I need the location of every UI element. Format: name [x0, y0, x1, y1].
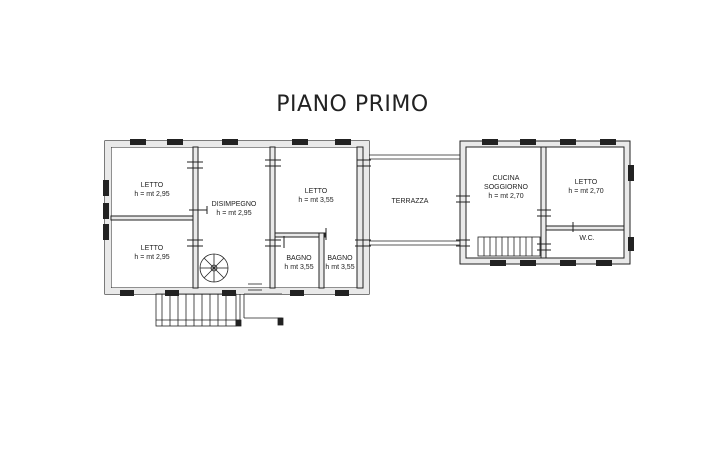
- room-height: h = mt 2,95: [216, 210, 252, 217]
- room-height: h = mt 2,95: [134, 191, 170, 198]
- annex-staircase: [477, 236, 541, 257]
- room-label-cucina-soggiorno: CUCINA SOGGIORNO h = mt 2,70: [484, 174, 528, 201]
- annex-windows: [482, 139, 634, 266]
- interior-walls: [110, 146, 364, 289]
- room-height: h = mt 2,70: [488, 193, 524, 200]
- room-name: LETTO: [304, 188, 328, 195]
- door-marks: [187, 159, 371, 248]
- room-name: BAGNO: [286, 255, 312, 262]
- room-name: DISIMPEGNO: [211, 201, 257, 208]
- room-height: h mt 3,55: [284, 264, 314, 271]
- external-staircase: [155, 283, 284, 327]
- annex-door-marks: [456, 195, 574, 251]
- room-name: W.C.: [579, 235, 595, 242]
- windows: [103, 139, 351, 296]
- room-name: LETTO: [574, 179, 598, 186]
- room-name: LETTO: [140, 182, 164, 189]
- room-label-terrazza: TERRAZZA: [392, 197, 429, 206]
- room-name-line2: SOGGIORNO: [484, 184, 528, 191]
- spiral-staircase: [199, 253, 229, 283]
- room-name: TERRAZZA: [391, 198, 429, 205]
- plan-title: PIANO PRIMO: [276, 92, 429, 117]
- room-label-wc: W.C.: [579, 234, 594, 243]
- room-name: BAGNO: [327, 255, 353, 262]
- room-height: h mt 3,55: [325, 264, 355, 271]
- room-label-disimpegno: DISIMPEGNO h = mt 2,95: [212, 200, 257, 218]
- terrace-outline: [369, 154, 460, 246]
- annex-building-walls: [459, 140, 631, 265]
- room-label-letto-1: LETTO h = mt 2,95: [134, 181, 169, 199]
- room-label-letto-3: LETTO h = mt 3,55: [298, 187, 333, 205]
- room-height: h = mt 2,95: [134, 254, 170, 261]
- room-height: h = mt 2,70: [568, 188, 604, 195]
- room-label-letto-2: LETTO h = mt 2,95: [134, 244, 169, 262]
- room-label-bagno-1: BAGNO h mt 3,55: [284, 254, 313, 272]
- room-name: LETTO: [140, 245, 164, 252]
- room-name-line1: CUCINA: [492, 175, 520, 182]
- room-label-bagno-2: BAGNO h mt 3,55: [325, 254, 354, 272]
- room-label-letto-4: LETTO h = mt 2,70: [568, 178, 603, 196]
- room-height: h = mt 3,55: [298, 197, 334, 204]
